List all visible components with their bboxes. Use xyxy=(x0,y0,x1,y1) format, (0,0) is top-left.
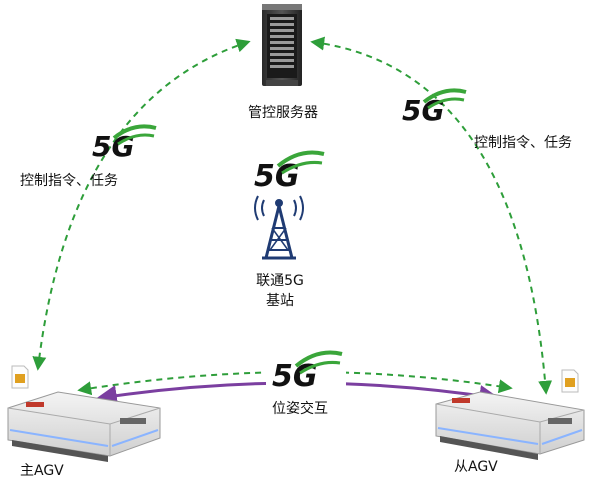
server-label: 管控服务器 xyxy=(248,105,318,121)
5g-logo-icon-left: 5G xyxy=(92,124,157,163)
slave-agv-label: 从AGV xyxy=(454,459,498,475)
pose-exchange-label: 位姿交互 xyxy=(272,401,328,417)
sim-card-icon-left xyxy=(11,365,29,389)
right-link-label: 控制指令、任务 xyxy=(474,135,572,151)
bottom-link-dashed-line xyxy=(77,370,513,396)
5g-logo-icon-right: 5G xyxy=(402,88,467,127)
sim-card-icon-right xyxy=(561,369,579,393)
right-link-line xyxy=(310,36,553,395)
master-agv-label: 主AGV xyxy=(20,463,64,479)
server-rack-icon xyxy=(262,4,302,86)
base-station-label-line2: 基站 xyxy=(266,293,294,309)
5g-logo-icon-center: 5G xyxy=(254,150,325,194)
5g-logo-text: 5G xyxy=(254,159,300,194)
5g-logo-icon-bottom: 5G xyxy=(266,350,346,394)
5g-logo-text: 5G xyxy=(272,359,318,394)
5g-logo-text: 5G xyxy=(402,94,444,127)
left-link-label: 控制指令、任务 xyxy=(20,173,118,189)
5g-logo-text: 5G xyxy=(92,130,134,163)
base-station-label-line1: 联通5G xyxy=(256,273,304,289)
left-link-line xyxy=(32,38,251,371)
slave-agv-icon xyxy=(435,391,585,460)
master-agv-icon xyxy=(7,391,161,462)
base-station-tower-icon xyxy=(254,195,304,260)
